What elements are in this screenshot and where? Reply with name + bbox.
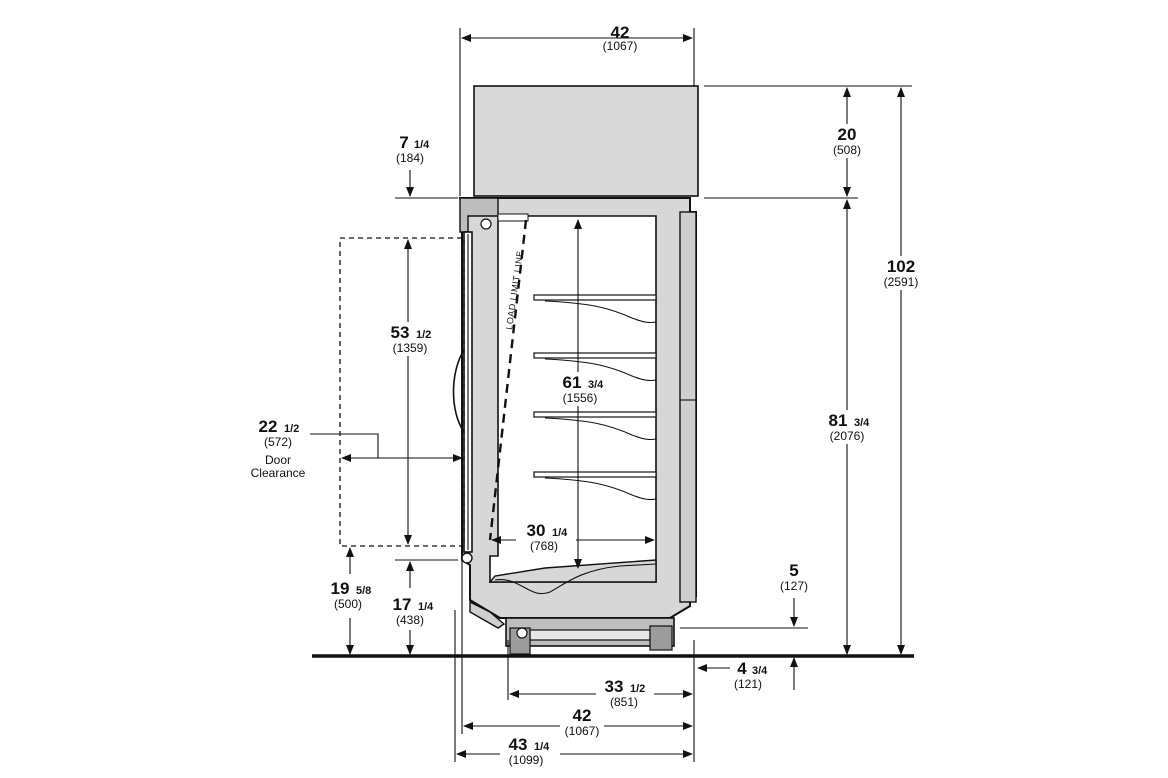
svg-text:43: 43 xyxy=(509,735,528,754)
svg-text:(1099): (1099) xyxy=(509,753,544,767)
light-fixture xyxy=(480,218,492,230)
svg-text:(851): (851) xyxy=(610,695,638,709)
dim-door-clearance: 22 1/2 (572) Door Clearance xyxy=(251,417,463,480)
door-hinge xyxy=(461,552,473,564)
svg-text:1/4: 1/4 xyxy=(552,527,568,539)
svg-text:3/4: 3/4 xyxy=(752,665,768,677)
canopy-box xyxy=(473,85,699,197)
svg-text:1/4: 1/4 xyxy=(414,139,430,151)
svg-text:(2076): (2076) xyxy=(830,429,865,443)
svg-text:5/8: 5/8 xyxy=(356,585,371,597)
rear-leg xyxy=(649,625,673,651)
dim-canopy-height: 20 (508) xyxy=(826,87,868,197)
dim-overall-depth: 43 1/4 (1099) xyxy=(456,734,693,772)
door-clearance-outline xyxy=(339,237,465,547)
load-limit-line xyxy=(488,219,528,541)
svg-text:33: 33 xyxy=(605,677,624,696)
dim-door-bottom: 19 5/8 (500) xyxy=(331,547,371,655)
bottom-curve xyxy=(494,563,657,595)
front-sill-foot xyxy=(469,600,506,629)
svg-text:19: 19 xyxy=(331,579,350,598)
svg-text:1/2: 1/2 xyxy=(284,423,299,435)
svg-text:30: 30 xyxy=(527,521,546,540)
svg-text:3/4: 3/4 xyxy=(854,417,870,429)
svg-text:(572): (572) xyxy=(264,435,292,449)
svg-text:20: 20 xyxy=(838,125,857,144)
svg-text:(438): (438) xyxy=(396,613,424,627)
svg-text:22: 22 xyxy=(259,417,278,436)
dim-overall-height: 102 (2591) xyxy=(876,87,926,655)
svg-text:81: 81 xyxy=(829,411,848,430)
svg-text:(508): (508) xyxy=(833,143,861,157)
dim-door-height: 53 1/2 (1359) xyxy=(384,239,438,545)
base-rail xyxy=(529,629,651,641)
svg-text:(1067): (1067) xyxy=(603,39,638,53)
svg-text:(1556): (1556) xyxy=(563,391,598,405)
svg-text:(500): (500) xyxy=(334,597,362,611)
svg-text:(127): (127) xyxy=(780,579,808,593)
dim-leg-span: 33 1/2 (851) xyxy=(509,674,693,712)
dim-base-gap: 5 (127) xyxy=(780,561,808,690)
svg-text:(1067): (1067) xyxy=(565,724,600,738)
svg-text:102: 102 xyxy=(887,257,915,276)
top-header xyxy=(459,197,499,233)
dim-base-width: 42 (1067) xyxy=(463,704,693,740)
svg-text:3/4: 3/4 xyxy=(588,379,604,391)
svg-text:1/2: 1/2 xyxy=(416,329,431,341)
svg-text:5: 5 xyxy=(789,561,798,580)
svg-text:1/2: 1/2 xyxy=(630,683,645,695)
bottom-well xyxy=(488,559,657,583)
svg-text:1/4: 1/4 xyxy=(534,741,550,753)
light-bracket xyxy=(497,213,529,222)
front-caster xyxy=(516,627,528,639)
svg-text:42: 42 xyxy=(573,706,592,725)
dim-top-width: 42 (1067) xyxy=(459,23,695,196)
svg-text:7: 7 xyxy=(399,133,408,152)
dim-interior-depth: 30 1/4 (768) xyxy=(491,520,655,554)
dim-rear-offset: 4 3/4 (121) xyxy=(697,659,768,691)
svg-text:(1359): (1359) xyxy=(393,341,428,355)
dim-sill-height: 17 1/4 (438) xyxy=(393,561,434,655)
dim-case-height: 81 3/4 (2076) xyxy=(818,199,878,655)
svg-text:(121): (121) xyxy=(734,677,762,691)
dim-top-offset: 7 1/4 (184) xyxy=(396,133,430,197)
svg-text:1/4: 1/4 xyxy=(418,601,434,613)
svg-text:(768): (768) xyxy=(530,539,558,553)
svg-text:Clearance: Clearance xyxy=(251,466,306,480)
svg-text:4: 4 xyxy=(737,659,747,678)
svg-text:Door: Door xyxy=(265,453,291,467)
svg-text:53: 53 xyxy=(391,323,410,342)
svg-text:61: 61 xyxy=(563,373,582,392)
svg-text:(184): (184) xyxy=(396,151,424,165)
svg-text:(2591): (2591) xyxy=(884,275,919,289)
rear-panel xyxy=(679,211,697,603)
dim-interior-height: 61 3/4 (1556) xyxy=(554,219,608,569)
door-handle xyxy=(452,349,465,433)
svg-text:42: 42 xyxy=(611,23,630,42)
svg-text:17: 17 xyxy=(393,595,412,614)
